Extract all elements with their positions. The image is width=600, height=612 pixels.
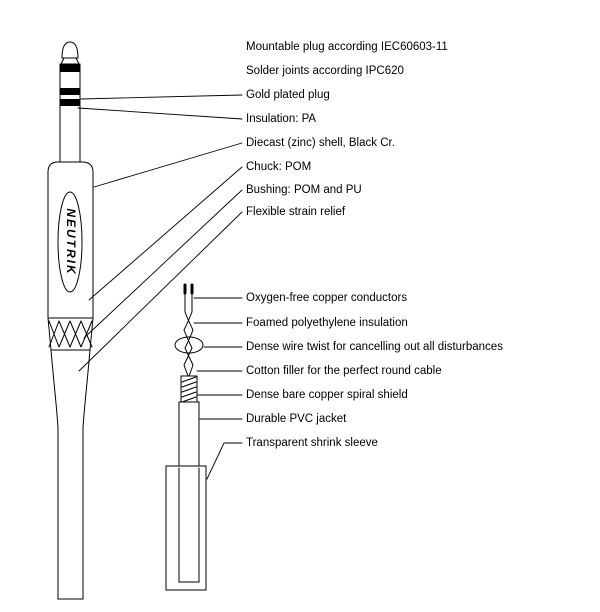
spiral-shield <box>180 375 198 403</box>
label-foamed-insulation: Foamed polyethylene insulation <box>246 317 408 329</box>
twist-ellipse <box>174 336 204 354</box>
label-mountable-plug: Mountable plug according IEC60603-11 <box>246 41 448 53</box>
insulator-band-icon <box>60 99 80 106</box>
label-shrink-sleeve: Transparent shrink sleeve <box>246 437 378 449</box>
label-conductors: Oxygen-free copper conductors <box>246 292 408 304</box>
label-solder-joints: Solder joints according IPC620 <box>246 65 404 77</box>
leader-line-strain-relief <box>78 211 243 372</box>
leader-line-diecast-shell <box>93 142 243 188</box>
label-insulation: Insulation: PA <box>246 113 317 125</box>
label-diecast-shell: Diecast (zinc) shell, Black Cr. <box>246 137 395 149</box>
plug-barrel <box>47 161 94 319</box>
leader-line-shrink-sleeve <box>206 442 243 480</box>
plug-tip <box>61 41 79 59</box>
chuck-lattice <box>47 317 94 351</box>
strain-relief-boot <box>50 349 91 429</box>
label-gold-plated-plug: Gold plated plug <box>246 89 330 101</box>
pvc-jacket <box>178 401 200 467</box>
insulator-band-icon <box>60 64 80 72</box>
plug-tip-neck <box>60 57 80 65</box>
leader-line-chuck <box>88 166 243 301</box>
label-spiral-shield: Dense bare copper spiral shield <box>246 389 408 401</box>
plug-cable <box>57 427 84 600</box>
plug-drawing: NEUTRIK <box>47 41 94 600</box>
twisted-wire-b <box>183 292 193 377</box>
label-chuck: Chuck: POM <box>246 161 312 173</box>
label-dense-twist: Dense wire twist for cancelling out all … <box>246 341 503 353</box>
insulator-band-icon <box>60 88 80 95</box>
shrink-sleeve <box>165 465 207 591</box>
twisted-wire-a <box>184 292 194 377</box>
leader-line-bushing <box>83 189 243 339</box>
leader-line-gold-plated-plug <box>80 94 243 100</box>
leader-line-insulation <box>77 107 243 120</box>
brand-text: NEUTRIK <box>64 208 78 275</box>
brand-oval <box>57 191 83 293</box>
label-pvc-jacket: Durable PVC jacket <box>246 413 347 425</box>
label-strain-relief: Flexible strain relief <box>246 206 346 218</box>
leader-lines <box>77 94 243 480</box>
cable-structure-drawing <box>165 283 207 591</box>
label-bushing: Bushing: POM and PU <box>246 184 362 196</box>
label-cotton-filler: Cotton filler for the perfect round cabl… <box>246 365 442 377</box>
